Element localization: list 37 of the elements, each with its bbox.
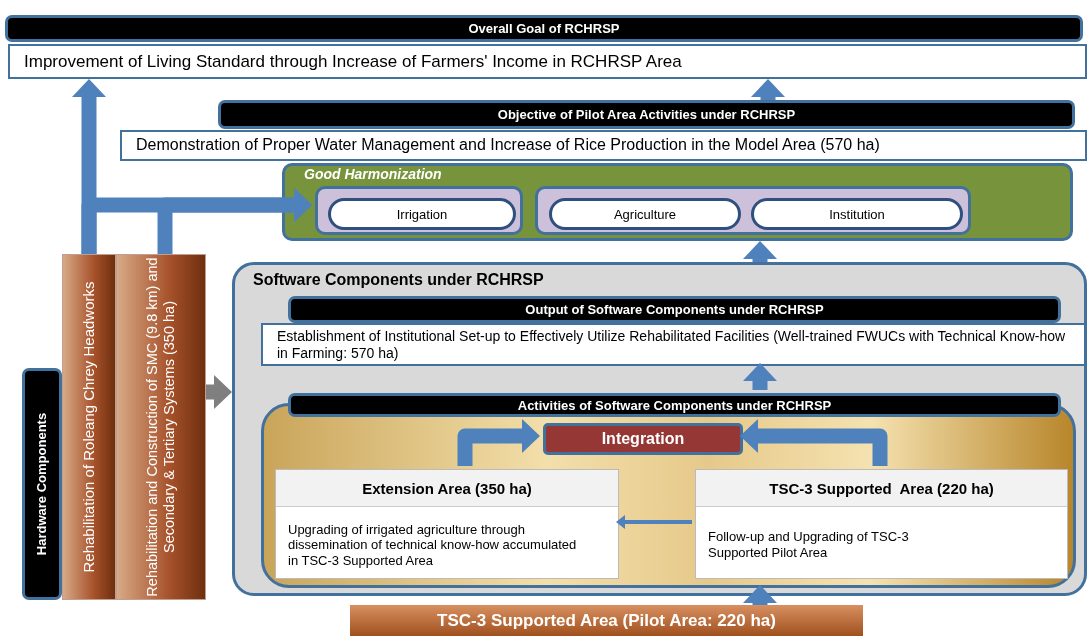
column-label: Rehabilitation of Roleang Chrey Headworks — [80, 281, 98, 573]
component-column — [116, 254, 206, 600]
header-bar: Activities of Software Components under RCHRSP — [288, 393, 1061, 417]
integration-box: Integration — [543, 423, 743, 455]
card-text: Follow-up and Upgrading of TSC-3 Supported Pilot Area — [708, 528, 910, 562]
source-bar: TSC-3 Supported Area (Pilot Area: 220 ha) — [350, 605, 863, 636]
software-panel — [232, 262, 1087, 596]
panel-title: Software Components under RCHRSP — [253, 271, 544, 289]
column-label: Rehabilitation and Construction of SMC (9.8 km) and Secondary & Tertiary Systems (350 ha) — [143, 257, 178, 597]
arrow — [616, 515, 692, 529]
group-panel — [535, 186, 971, 235]
arrow — [457, 419, 540, 466]
arrow — [751, 79, 785, 100]
statement-box: Demonstration of Proper Water Management and Increase of Rice Production in the Model Area (570 ha) — [120, 130, 1087, 161]
component-column — [62, 254, 116, 600]
card-title: TSC-3 Supported Area (220 ha) — [696, 470, 1067, 507]
arrow — [743, 585, 777, 605]
header-bar: Output of Software Components under RCHRSP — [288, 296, 1061, 323]
column-label: Hardware Components — [34, 412, 50, 556]
card-text: Upgrading of irrigated agriculture through dissemination of technical know-how accumulated in TSC-3 Supported Area — [288, 520, 578, 570]
statement-box: Improvement of Living Standard through Increase of Farmers' Income in RCHRSP Area — [8, 44, 1087, 79]
statement-box: Establishment of Institutional Set-up to Effectively Utilize Rehabilitated Facilities (Well-trained FWUCs with Technical Know-how in Farming: 570 ha) — [261, 323, 1086, 366]
component-pill: Institution — [751, 198, 963, 230]
arrow — [743, 241, 777, 262]
card-title: Extension Area (350 ha) — [276, 470, 618, 507]
arrow — [157, 188, 312, 254]
category-bar — [22, 368, 62, 600]
header-bar: Overall Goal of RCHRSP — [5, 15, 1083, 42]
group-panel — [315, 186, 523, 235]
component-pill: Agriculture — [549, 198, 741, 230]
arrow — [206, 375, 232, 409]
header-bar: Objective of Pilot Area Activities under RCHRSP — [218, 100, 1075, 129]
harmonization-panel — [282, 163, 1073, 241]
arrow — [743, 363, 777, 390]
arrow — [740, 419, 888, 466]
panel-title: Good Harmonization — [304, 166, 442, 182]
component-pill: Irrigation — [328, 198, 516, 230]
